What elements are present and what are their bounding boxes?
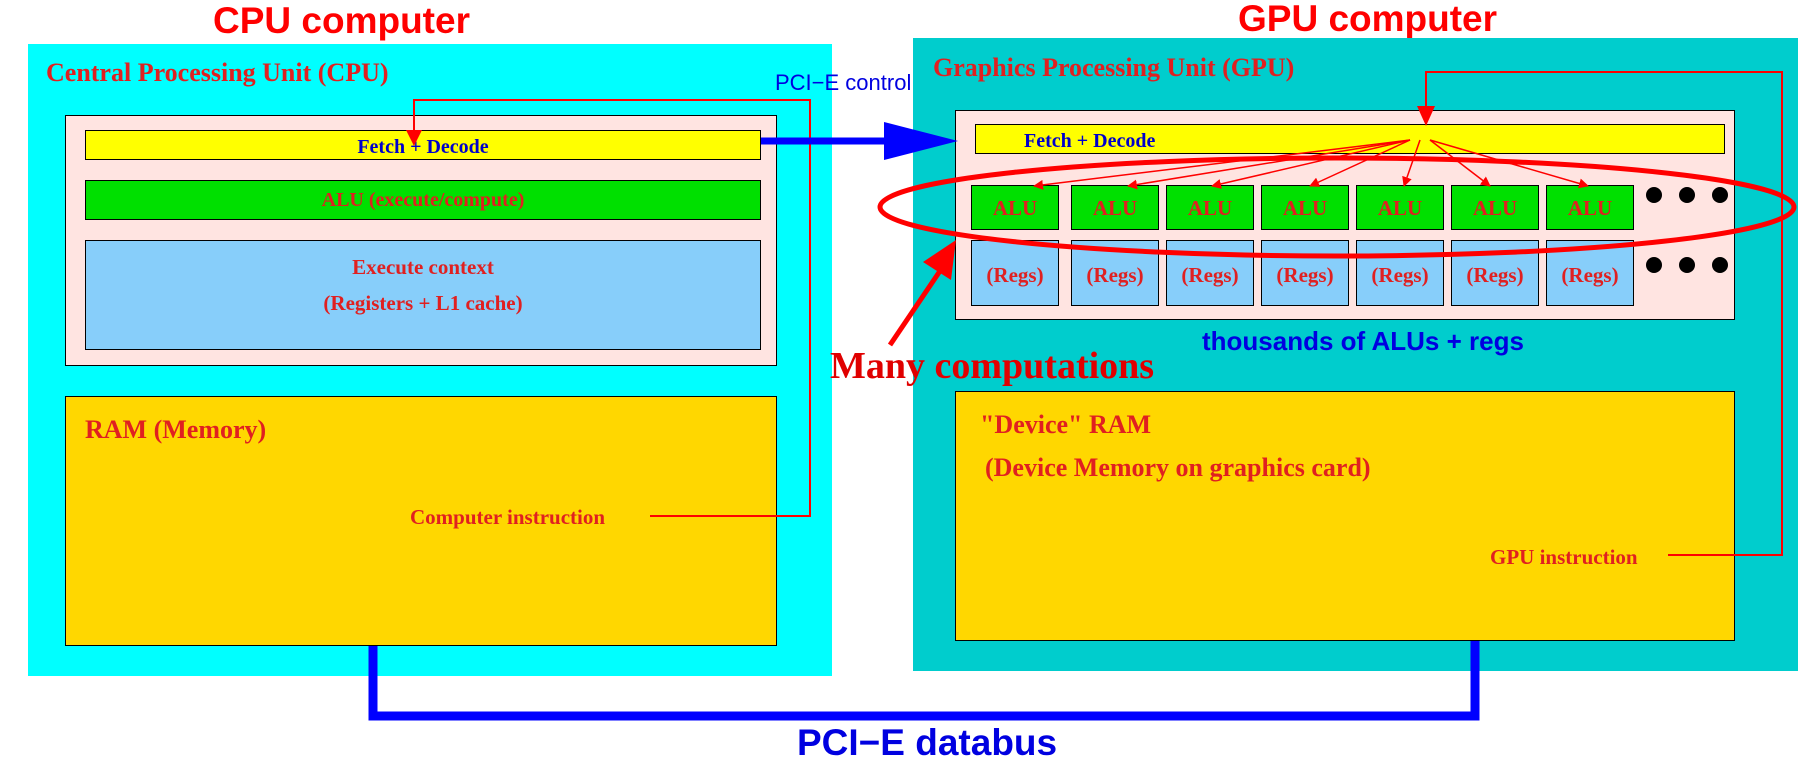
cpu-instruction-label: Computer instruction [410,505,606,529]
cpu-fetch-decode: Fetch + Decode [85,130,761,160]
gpu-ram-line1: "Device" RAM [980,410,1152,439]
pcie-databus-line [368,641,1480,721]
regs-more-dots [1646,257,1728,273]
cpu-ram [65,396,777,646]
cpu-computer-title: CPU computer [213,0,470,41]
gpu-alu-label: ALU [1092,196,1138,220]
gpu-regs-label: (Regs) [1181,263,1239,287]
many-computations-arrowhead [923,240,956,280]
gpu-instruction-arrow [1425,71,1783,556]
gpu-alu-4: ALU [1261,185,1349,230]
gpu-alu-1: ALU [971,185,1059,230]
gpu-alu-6: ALU [1451,185,1539,230]
gpu-alu-label: ALU [1187,196,1233,220]
pcie-databus-label: PCI−E databus [797,722,1058,763]
many-computations-arrow [887,266,945,347]
gpu-regs-4: (Regs) [1261,240,1349,306]
gpu-alu-label: ALU [1282,196,1328,220]
gpu-regs-1: (Regs) [971,240,1059,306]
gpu-thousands-label: thousands of ALUs + regs [1202,326,1524,356]
gpu-regs-label: (Regs) [1276,263,1334,287]
gpu-alu-label: ALU [1377,196,1423,220]
gpu-device-ram [955,391,1735,641]
gpu-regs-label: (Regs) [1371,263,1429,287]
gpu-ram-line2: (Device Memory on graphics card) [985,453,1371,482]
gpu-regs-label: (Regs) [1086,263,1144,287]
gpu-regs-label: (Regs) [1466,263,1524,287]
gpu-alu-label: ALU [992,196,1038,220]
gpu-unit-label: Graphics Processing Unit (GPU) [933,53,1295,82]
pcie-control-arrowhead [884,122,958,160]
gpu-alu-2: ALU [1071,185,1159,230]
cpu-fetch-decode-label: Fetch + Decode [357,136,489,158]
gpu-alu-label: ALU [1567,196,1613,220]
alu-highlight-ellipse [877,155,1797,259]
cpu-context-line1: Execute context [352,255,494,279]
cpu-context-line2: (Registers + L1 cache) [323,291,523,315]
gpu-regs-5: (Regs) [1356,240,1444,306]
cpu-instruction-arrow [413,99,811,517]
cpu-ram-label: RAM (Memory) [85,415,267,444]
gpu-alu-3: ALU [1166,185,1254,230]
alu-more-dots [1646,187,1728,203]
gpu-alu-label: ALU [1472,196,1518,220]
gpu-alu-7: ALU [1546,185,1634,230]
cpu-instruction-arrowhead [406,130,422,146]
cpu-unit-label: Central Processing Unit (CPU) [46,58,389,87]
cpu-alu-label: ALU (execute/compute) [321,189,525,211]
gpu-regs-label: (Regs) [1561,263,1619,287]
gpu-instruction-label: GPU instruction [1490,545,1638,569]
cpu-execute-context: Execute context (Registers + L1 cache) [85,240,761,350]
gpu-computer-title: GPU computer [1238,0,1498,39]
gpu-instruction-arrowhead [1417,106,1435,126]
gpu-alu-5: ALU [1356,185,1444,230]
gpu-regs-label: (Regs) [986,263,1044,287]
pcie-control-label: PCI−E control [775,70,912,95]
many-computations-label: Many computations [830,345,1155,387]
cpu-alu: ALU (execute/compute) [85,180,761,220]
gpu-fetch-decode-label: Fetch + Decode [1024,130,1156,152]
